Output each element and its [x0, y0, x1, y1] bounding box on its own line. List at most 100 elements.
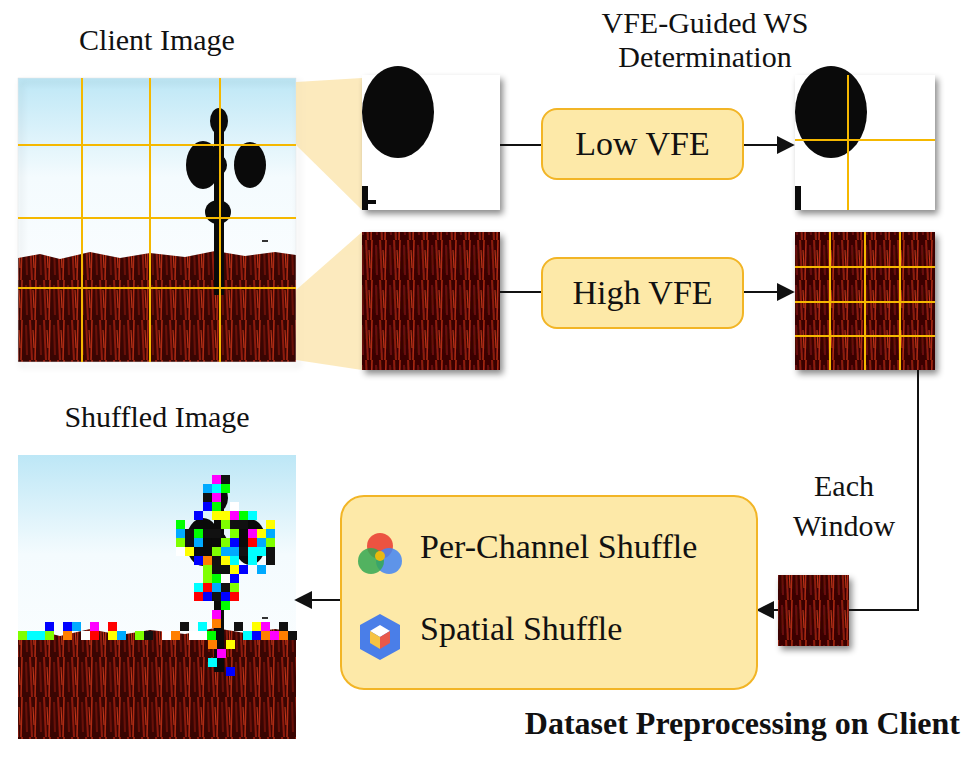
shuffled-scene: [18, 455, 296, 739]
shuffled-pixel: [221, 556, 230, 565]
box-label: Per-Channel Shuffle: [420, 527, 697, 567]
shuffled-pixel: [248, 529, 257, 538]
shuffled-pixel: [230, 583, 239, 592]
icon-part: [370, 631, 380, 649]
box-label: Low VFE: [565, 124, 719, 163]
shuffled-pixel: [207, 631, 216, 640]
shuffled-pixel: [230, 547, 239, 556]
shuffled-pixel: [257, 538, 266, 547]
shuffled-pixel: [198, 631, 207, 640]
shuffled-pixel: [266, 547, 275, 556]
low-vfe-output-content-part: [795, 66, 867, 158]
shuffled-pixel: [90, 622, 99, 631]
shuffled-pixel: [63, 631, 72, 640]
shuffled-pixel: [257, 565, 266, 574]
high-vfe-output-grid-part: [795, 301, 935, 303]
color-channels-icon: [354, 529, 406, 581]
window-image: [778, 575, 849, 646]
low-vfe-crop-content-part: [362, 66, 434, 158]
shuffled-pixel: [203, 565, 212, 574]
stage-title: VFE-Guided WS Determination: [545, 6, 865, 73]
window-grid-part: [219, 78, 221, 362]
shuffled-pixel: [288, 631, 297, 640]
shuffled-pixel: [176, 529, 185, 538]
shuffled-pixel: [176, 538, 185, 547]
shuffled-pixel: [266, 538, 275, 547]
photo-scene-part: [205, 200, 231, 224]
photo-scene-part: [262, 240, 268, 242]
shuffled-pixel: [234, 622, 243, 631]
shuffled-pixel: [198, 622, 207, 631]
shuffled-pixel: [221, 547, 230, 556]
shuffled-pixel: [176, 547, 185, 556]
shuffled-pixel: [212, 529, 221, 538]
shuffled-pixel: [239, 547, 248, 556]
shuffled-pixel: [221, 574, 230, 583]
shuffled-pixel: [221, 565, 230, 574]
shuffled-pixel: [261, 631, 270, 640]
shuffled-pixel: [203, 583, 212, 592]
photo-scene-part: [18, 78, 296, 362]
shuffled-pixel: [45, 631, 54, 640]
shuffled-pixel: [212, 565, 221, 574]
photo-scene: [18, 78, 296, 362]
shuffled-pixel: [239, 520, 248, 529]
shuffled-pixel: [248, 538, 257, 547]
icon-part: [380, 631, 390, 649]
window-grid-part: [81, 78, 83, 362]
shuffled-pixel: [212, 556, 221, 565]
low-vfe-crop-content: [362, 66, 434, 210]
high-vfe-crop: [362, 232, 500, 370]
shuffled-pixel: [180, 622, 189, 631]
shuffled-pixel: [203, 574, 212, 583]
shuffled-pixel: [208, 658, 217, 667]
shuffled-pixel: [203, 592, 212, 601]
shuffled-pixel: [257, 529, 266, 538]
shuffled-pixel: [230, 565, 239, 574]
zoom-wedge-part: [296, 78, 362, 210]
zoom-wedge-part: [296, 232, 362, 370]
shuffled-pixel: [261, 622, 270, 631]
high-vfe-output-grid: [795, 232, 935, 370]
figure-heading: Dataset Preprocessing on Client: [525, 706, 960, 742]
shuffled-pixel: [221, 484, 230, 493]
client-image-frame: [18, 78, 296, 362]
shuffled-pixel: [36, 631, 45, 640]
shuffled-pixel: [194, 538, 203, 547]
process-box: High VFE: [541, 257, 744, 329]
shuffled-pixel: [203, 529, 212, 538]
low-vfe-output-content-part: [847, 75, 849, 210]
flow-lines-part: [500, 291, 541, 293]
flow-lines-part: [744, 291, 793, 293]
shuffled-pixel: [81, 631, 90, 640]
window-grid-part: [149, 78, 151, 362]
high-vfe-output-grid-part: [795, 335, 935, 337]
spatial-cube-icon: [354, 611, 406, 663]
photo-scene-part: [18, 251, 296, 362]
window-grid-part: [18, 217, 296, 219]
flow-lines-part: [500, 144, 541, 146]
shuffled-pixel: [63, 622, 72, 631]
shuffled-pixel: [279, 622, 288, 631]
shuffled-pixel: [212, 583, 221, 592]
window-image-part: [778, 575, 849, 646]
shuffled-pixel: [208, 640, 217, 649]
shuffled-pixel: [194, 592, 203, 601]
shuffled-pixel: [270, 631, 279, 640]
shuffled-pixel: [185, 529, 194, 538]
shuffled-pixel: [279, 631, 288, 640]
icon-part: [358, 548, 384, 574]
shuffled-pixel: [135, 631, 144, 640]
zoom-wedge: [296, 78, 362, 370]
shuffled-pixel: [248, 556, 257, 565]
shuffled-pixels: [18, 475, 297, 676]
shuffled-pixel: [212, 619, 221, 628]
process-box: Low VFE: [541, 108, 744, 180]
shuffled-pixel: [185, 547, 194, 556]
shuffled-pixel: [212, 475, 221, 484]
shuffled-pixel: [221, 592, 230, 601]
shuffled-pixel: [230, 574, 239, 583]
client-image: Client Image: [18, 18, 296, 362]
shuffled-pixel: [212, 493, 221, 502]
